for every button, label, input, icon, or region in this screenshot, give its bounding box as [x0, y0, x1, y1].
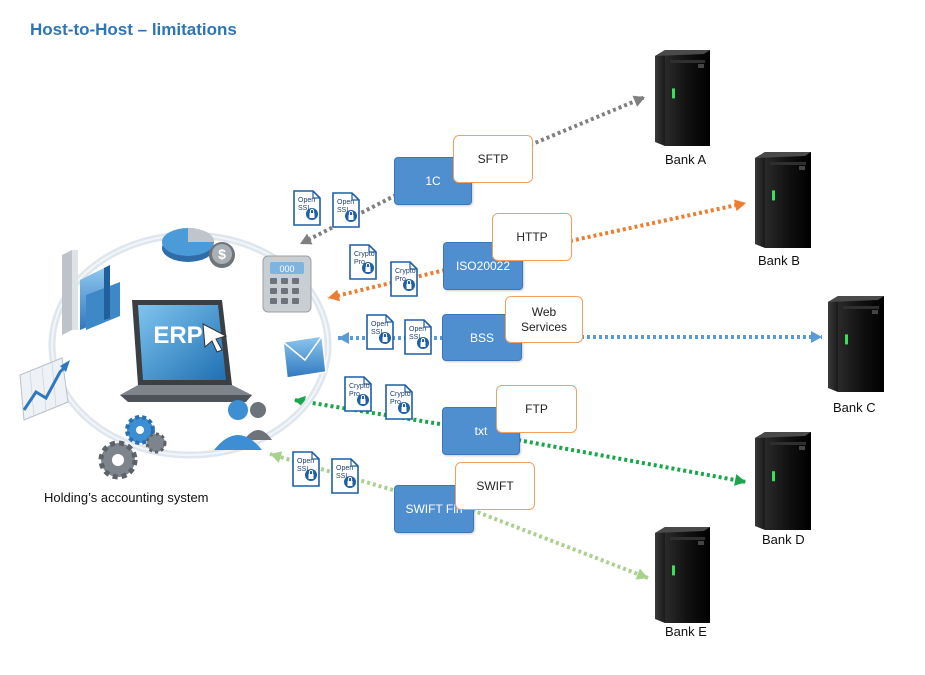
protocol-box-ftp: FTP — [496, 385, 577, 433]
bar-chart-icon — [62, 250, 120, 335]
server-icon-bank-b — [755, 152, 811, 248]
certificate-text: Open — [337, 199, 354, 206]
erp-label: Holding’s accounting system — [44, 490, 209, 505]
svg-text:000: 000 — [279, 264, 294, 274]
protocol-box-swift: SWIFT — [455, 462, 535, 510]
laptop-icon: ERP — [120, 300, 252, 402]
certificate-text: Open — [336, 465, 353, 472]
bank-label-bank-c: Bank C — [833, 400, 876, 415]
protocol-box-http: HTTP — [492, 213, 572, 261]
servers-layer — [655, 50, 884, 623]
certificate-text: Crypto — [349, 383, 370, 390]
certificate-text: SSL — [337, 207, 350, 214]
arrow-to-erp-bss — [338, 332, 443, 344]
bank-label-bank-b: Bank B — [758, 253, 800, 268]
bank-label-bank-d: Bank D — [762, 532, 805, 547]
certificate-text: Pro — [395, 276, 406, 283]
protocol-box-sftp: SFTP — [453, 135, 533, 183]
certificate-text: SSL — [371, 329, 384, 336]
svg-text:ERP: ERP — [153, 322, 202, 349]
cursor-icon — [202, 323, 228, 353]
users-icon — [214, 400, 272, 450]
line-chart-icon — [19, 357, 70, 421]
certificate-text: SSL — [409, 334, 422, 341]
calculator-icon: 000 — [262, 255, 312, 313]
server-icon-bank-c — [828, 296, 884, 392]
certificate-text: Open — [371, 321, 388, 328]
certificate-text: Crypto — [354, 251, 375, 258]
certificate-text: Open — [298, 197, 315, 204]
bank-label-bank-a: Bank A — [665, 152, 707, 167]
arrow-to-bank-e — [471, 508, 649, 580]
certificate-text: SSL — [297, 466, 310, 473]
certificate-text: Pro — [354, 259, 365, 266]
arrow-to-erp-1c — [299, 163, 456, 246]
erp-cluster: $ 000 ERP — [19, 228, 332, 480]
certificate-text: SSL — [336, 473, 349, 480]
arrow-to-bank-b — [569, 199, 747, 243]
svg-text:$: $ — [218, 246, 226, 262]
certificate-text: Pro — [390, 399, 401, 406]
arrow-to-erp-iso20022 — [327, 268, 446, 302]
server-icon-bank-d — [755, 432, 811, 530]
arrow-to-bank-c — [581, 331, 822, 343]
certificate-text: Open — [409, 326, 426, 333]
pie-chart-icon — [162, 228, 214, 262]
page-title: Host-to-Host – limitations — [30, 20, 237, 39]
certificate-text: Crypto — [390, 391, 411, 398]
arrow-to-bank-d — [517, 438, 747, 486]
arrow-to-erp-swift-fin — [269, 451, 394, 492]
certificate-text: Open — [297, 458, 314, 465]
envelope-icon — [282, 335, 327, 379]
server-icon-bank-e — [655, 527, 710, 623]
bank-label-bank-e: Bank E — [665, 624, 707, 639]
certificate-text: Pro — [349, 391, 360, 398]
gears-icon — [98, 415, 167, 480]
certificate-text: SSL — [298, 205, 311, 212]
server-icon-bank-a — [655, 50, 710, 146]
certificate-text: Crypto — [395, 268, 416, 275]
dollar-coin-icon: $ — [209, 242, 235, 268]
arrow-to-bank-a — [529, 95, 646, 147]
